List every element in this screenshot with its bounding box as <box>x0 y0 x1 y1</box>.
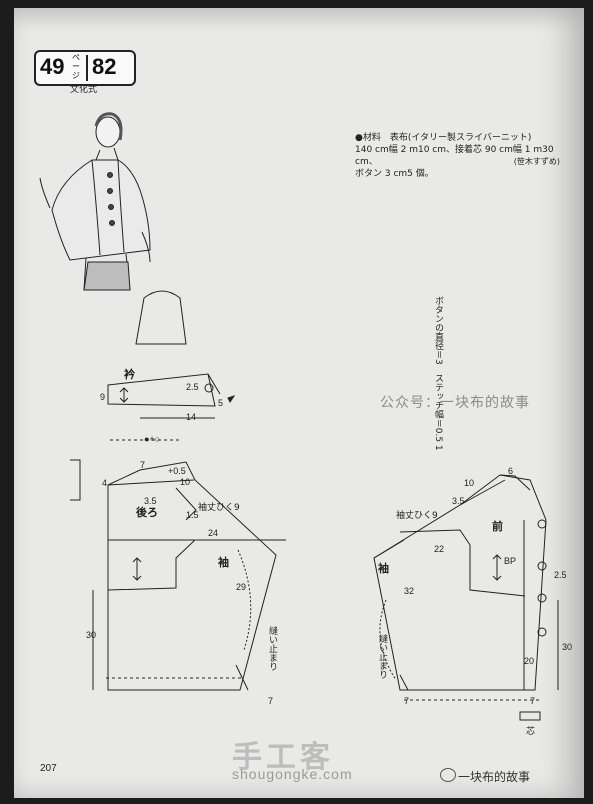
front-sleeve-label: 袖 <box>378 562 389 575</box>
bust-point-label: BP <box>504 556 517 566</box>
back-dim-29: 29 <box>236 582 247 592</box>
front-pattern-piece <box>373 474 559 721</box>
back-view-sketch <box>135 290 187 345</box>
back-scale-note: ●+○ <box>144 434 161 444</box>
collar-piece <box>107 373 236 419</box>
fashion-illustration <box>39 112 151 291</box>
materials-line-3: ボタン 3 cm5 個。 <box>355 169 434 179</box>
front-sleeve-note: 袖丈ひく9 <box>396 511 438 521</box>
front-dim-30: 30 <box>562 642 573 652</box>
publisher-label: 文化式 <box>70 85 98 95</box>
front-dim-22: 22 <box>434 544 445 554</box>
front-dim-6: 6 <box>508 466 514 476</box>
site-watermark-url: shougongke.com <box>232 766 353 782</box>
back-dim-plus: +0.5 <box>168 466 186 476</box>
front-dim-3-5: 3.5 <box>452 496 465 506</box>
back-stop-note: 縫い止まり <box>267 626 277 671</box>
button-note: ボタンの直径＝3 ステッチ幅＝0.5 1 <box>433 296 443 451</box>
materials-block: ●材料 表布(イタリー製スライバーニット) 140 cm幅 2 m10 cm、接… <box>355 132 570 180</box>
collar-dim-right: 5 <box>218 398 224 408</box>
site-watermark-cn: 手工客 <box>232 740 334 775</box>
front-dim-20: 20 <box>524 656 535 666</box>
collar-dim-top: 2.5 <box>186 382 199 392</box>
brand-watermark: 一块布的故事 <box>458 770 531 784</box>
collar-dim-length: 14 <box>186 412 197 422</box>
collar-dim-height: 9 <box>100 392 106 402</box>
badge-divider <box>86 55 88 81</box>
back-dim-3-5: 3.5 <box>144 496 157 506</box>
page-label: ページ <box>72 53 80 80</box>
front-dim-2-5: 2.5 <box>554 570 567 580</box>
back-dim-4: 4 <box>102 478 108 488</box>
back-title: 後ろ <box>136 506 158 519</box>
front-interfacing-label: 芯 <box>526 727 536 737</box>
wechat-watermark: 公众号：一块布的故事 <box>380 395 530 411</box>
wechat-icon <box>440 768 456 782</box>
collar-title: 衿 <box>124 368 135 381</box>
pattern-number-badge: 49 ページ 82 <box>34 50 136 86</box>
back-dim-24: 24 <box>208 528 219 538</box>
back-dim-30: 30 <box>86 630 97 640</box>
back-dim-10: 10 <box>180 477 191 487</box>
front-dim-hem-left: 7 <box>404 696 410 706</box>
page-number: 207 <box>40 763 57 774</box>
author-credit: (笹木すずめ) <box>513 157 560 166</box>
front-dim-10: 10 <box>464 478 475 488</box>
materials-line-1: ●材料 表布(イタリー製スライバーニット) <box>355 133 532 143</box>
pattern-number: 49 <box>40 54 65 79</box>
back-dim-neck: 7 <box>140 460 146 470</box>
front-stop-note: 縫い止まり <box>377 634 387 679</box>
front-dim-32: 32 <box>404 586 415 596</box>
materials-line-2: 140 cm幅 2 m10 cm、接着芯 90 cm幅 1 m30 cm、 <box>355 145 554 167</box>
front-dim-hem-right: 7 <box>530 696 536 706</box>
page-reference: 82 <box>92 54 117 79</box>
back-sleeve-note: 袖丈ひく9 <box>198 503 240 513</box>
back-sleeve-label: 袖 <box>218 556 229 569</box>
back-dim-hem: 7 <box>268 696 274 706</box>
front-title: 前 <box>492 520 503 533</box>
back-pattern-piece <box>70 439 286 691</box>
back-dim-1-5: 1.5 <box>186 510 199 520</box>
